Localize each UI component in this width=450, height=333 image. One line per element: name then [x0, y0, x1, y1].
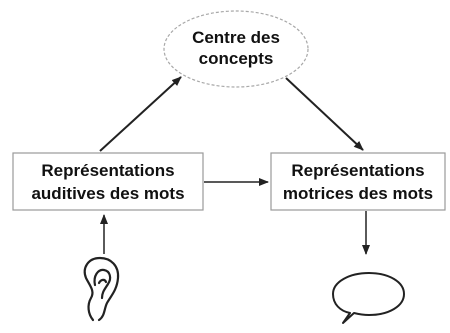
auditory-label-line1: Représentations — [41, 161, 174, 180]
speech-bubble-icon — [332, 272, 405, 324]
motor-representations-node: Représentations motrices des mots — [270, 152, 446, 211]
concept-center-label-line1: Centre des — [192, 28, 280, 47]
concept-center-label-line2: concepts — [199, 49, 274, 68]
auditory-label-line2: auditives des mots — [31, 184, 184, 203]
arrow-auditory-to-concepts — [99, 76, 182, 152]
motor-label-line2: motrices des mots — [283, 184, 433, 203]
ear-icon — [83, 256, 120, 322]
auditory-representations-node: Représentations auditives des mots — [12, 152, 204, 211]
concept-center-node: Centre des concepts — [163, 10, 309, 88]
motor-label-line1: Représentations — [291, 161, 424, 180]
arrow-concepts-to-motor — [285, 77, 364, 151]
